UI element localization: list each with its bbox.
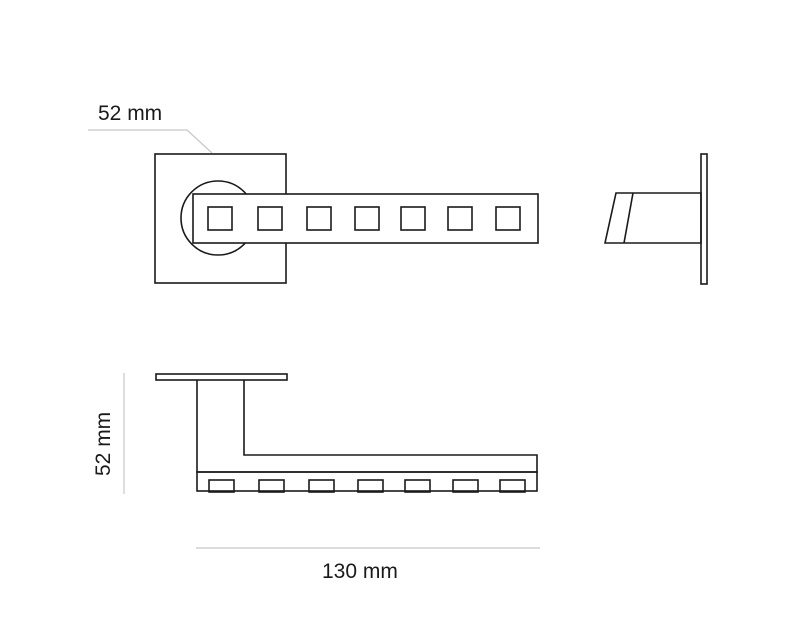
end-view (604, 153, 708, 285)
top-view-cutout (357, 479, 384, 493)
lever-square-cutouts (207, 206, 521, 231)
rose-width-leader-line (88, 129, 213, 154)
square-cutout (207, 206, 233, 231)
top-view-lever-bottom-strip (196, 471, 538, 492)
top-view-cutout (308, 479, 335, 493)
top-view-cutout (208, 479, 235, 493)
end-view-lever (604, 192, 702, 244)
top-view-cutouts (208, 479, 526, 493)
handle-lever-front (192, 193, 539, 244)
length-label: 130 mm (322, 560, 398, 583)
top-view-cutout (452, 479, 479, 493)
square-cutout (400, 206, 426, 231)
top-view-rose-plate (155, 373, 288, 381)
square-cutout (447, 206, 473, 231)
height-label: 52 mm (92, 412, 115, 476)
square-cutout (306, 206, 332, 231)
height-dimension: 52 mm (92, 373, 125, 494)
length-dimension: 130 mm (196, 547, 540, 583)
top-view-lever-outline (196, 380, 538, 473)
square-cutout (354, 206, 380, 231)
rose-width-dimension: 52 mm (88, 102, 213, 154)
front-view (154, 153, 539, 284)
end-view-chamfer-line (623, 192, 634, 244)
square-cutout (257, 206, 283, 231)
top-view (155, 373, 538, 493)
square-cutout (495, 206, 521, 231)
end-view-rose-plate (700, 153, 708, 285)
top-view-cutout (499, 479, 526, 493)
top-view-cutout (258, 479, 285, 493)
top-view-cutout (404, 479, 431, 493)
rose-width-label: 52 mm (98, 102, 162, 125)
